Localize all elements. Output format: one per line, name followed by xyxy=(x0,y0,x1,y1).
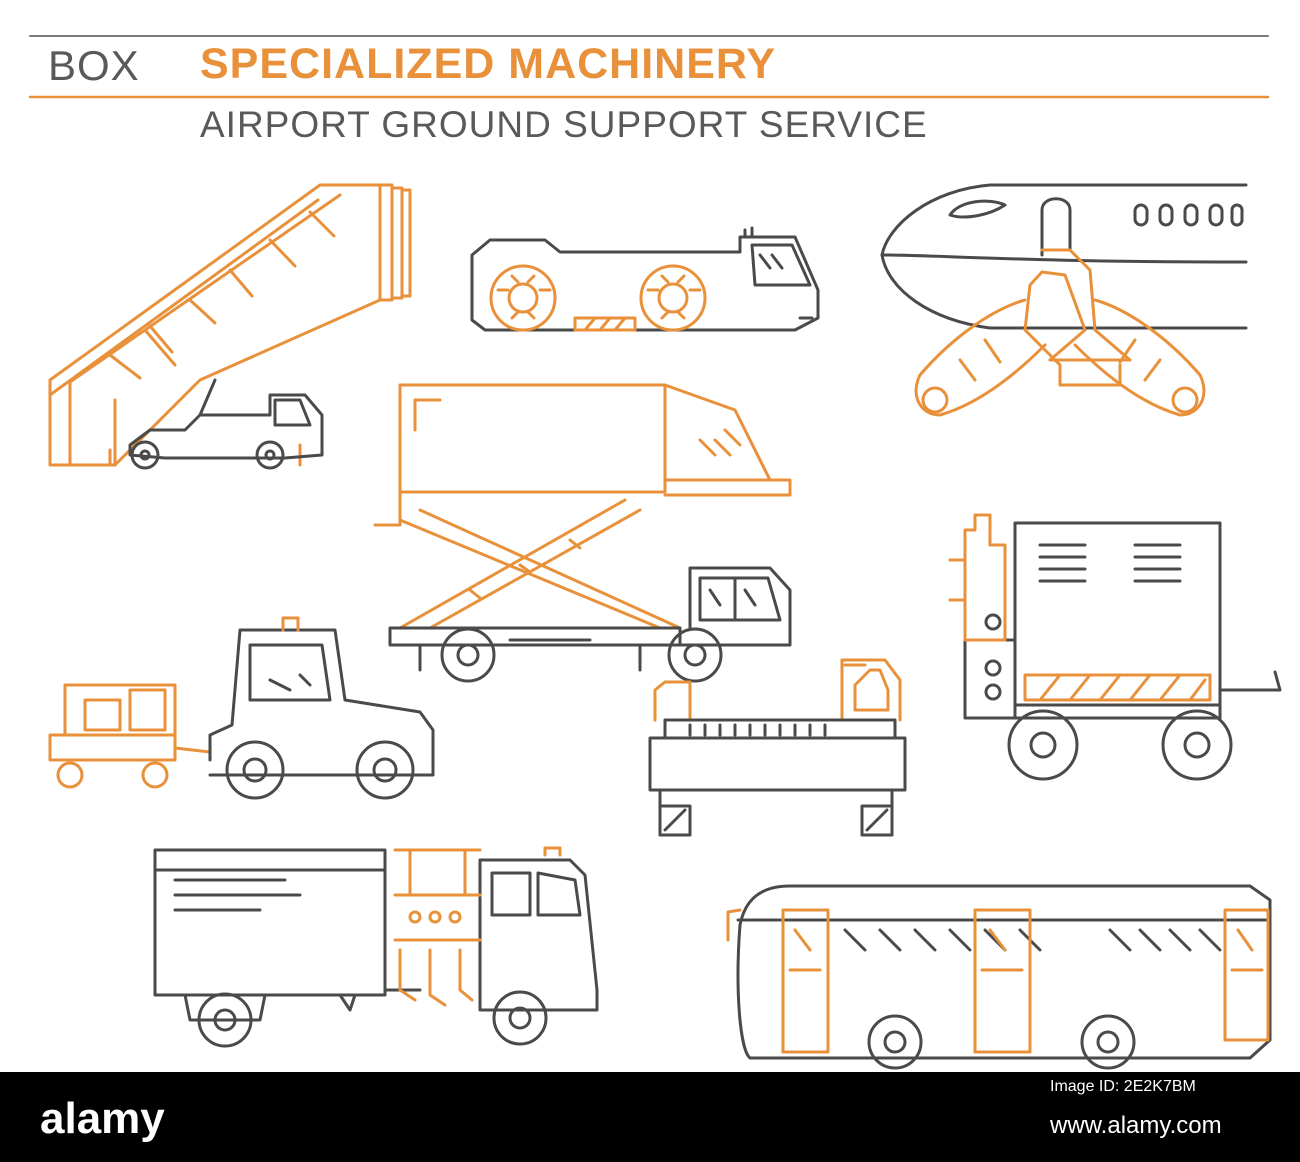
apron-bus xyxy=(728,886,1270,1068)
image-id-text: Image ID: 2E2K7BM xyxy=(1050,1078,1196,1095)
passenger-stairs-truck xyxy=(50,185,410,468)
watermark-footer: alamy Image ID: 2E2K7BM www.alamy.com xyxy=(0,1072,1300,1162)
site-url-text: www.alamy.com xyxy=(1050,1112,1222,1139)
jet-bridge-airplane xyxy=(882,185,1246,415)
page-title: SPECIALIZED MACHINERY xyxy=(200,40,777,88)
brand-label: BOX xyxy=(48,42,140,89)
baggage-tractor-with-cart xyxy=(50,618,433,798)
pushback-tug xyxy=(472,228,818,330)
catering-scissor-lift-truck xyxy=(375,385,790,681)
ground-power-unit xyxy=(950,515,1280,779)
page-subtitle: AIRPORT GROUND SUPPORT SERVICE xyxy=(200,104,928,145)
belt-loader xyxy=(650,660,905,835)
service-truck xyxy=(155,848,597,1046)
machinery-illustrations xyxy=(0,0,1300,1072)
alamy-logo: alamy xyxy=(40,1094,165,1143)
